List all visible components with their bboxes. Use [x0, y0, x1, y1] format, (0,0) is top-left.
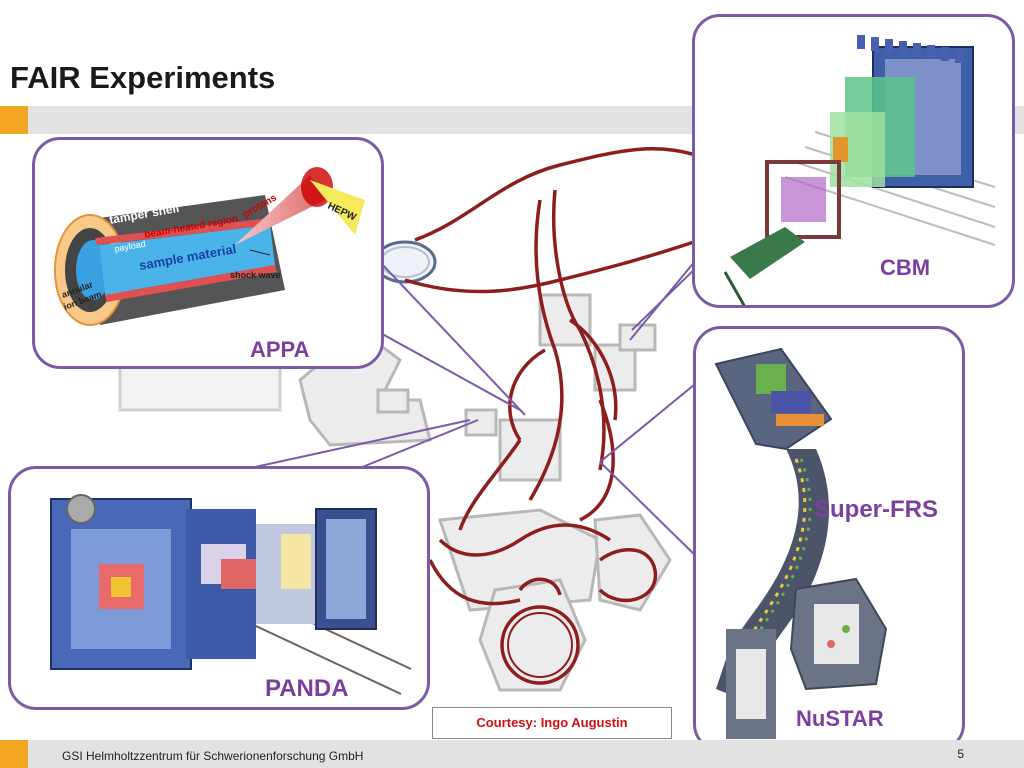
- panda-bubble: PANDA: [8, 466, 430, 710]
- cbm-detector-illustration: [723, 35, 996, 305]
- building-footprints: [118, 293, 672, 692]
- footer-accent-square: [0, 740, 28, 768]
- appa-bubble: tamper shell beam-heated region payload …: [32, 137, 384, 369]
- beamlines: [404, 147, 711, 685]
- footer-bar: [28, 740, 1024, 768]
- nustar-label: NuSTAR: [796, 706, 884, 731]
- cbm-label: CBM: [880, 255, 931, 280]
- footer-organization: GSI Helmholtzzentrum für Schwerionenfors…: [62, 749, 364, 763]
- title-accent-square: [0, 106, 28, 134]
- page-number: 5: [957, 747, 964, 761]
- panda-label: PANDA: [265, 675, 349, 702]
- courtesy-credit: Courtesy: Ingo Augustin: [432, 707, 672, 739]
- label-shock-wave: shock wave: [230, 270, 281, 280]
- callout-lines: [254, 229, 736, 561]
- appa-label: APPA: [250, 337, 310, 362]
- superfrs-label: Super-FRS: [814, 496, 939, 523]
- panda-detector-illustration: [50, 494, 412, 695]
- slide-title: FAIR Experiments: [10, 60, 276, 95]
- superfrs-nustar-bubble: Super-FRS NuSTAR: [693, 326, 965, 752]
- superfrs-nustar-illustration: [714, 347, 888, 739]
- appa-target-diagram: tamper shell beam-heated region payload …: [54, 167, 365, 326]
- cbm-bubble: CBM: [692, 14, 1015, 308]
